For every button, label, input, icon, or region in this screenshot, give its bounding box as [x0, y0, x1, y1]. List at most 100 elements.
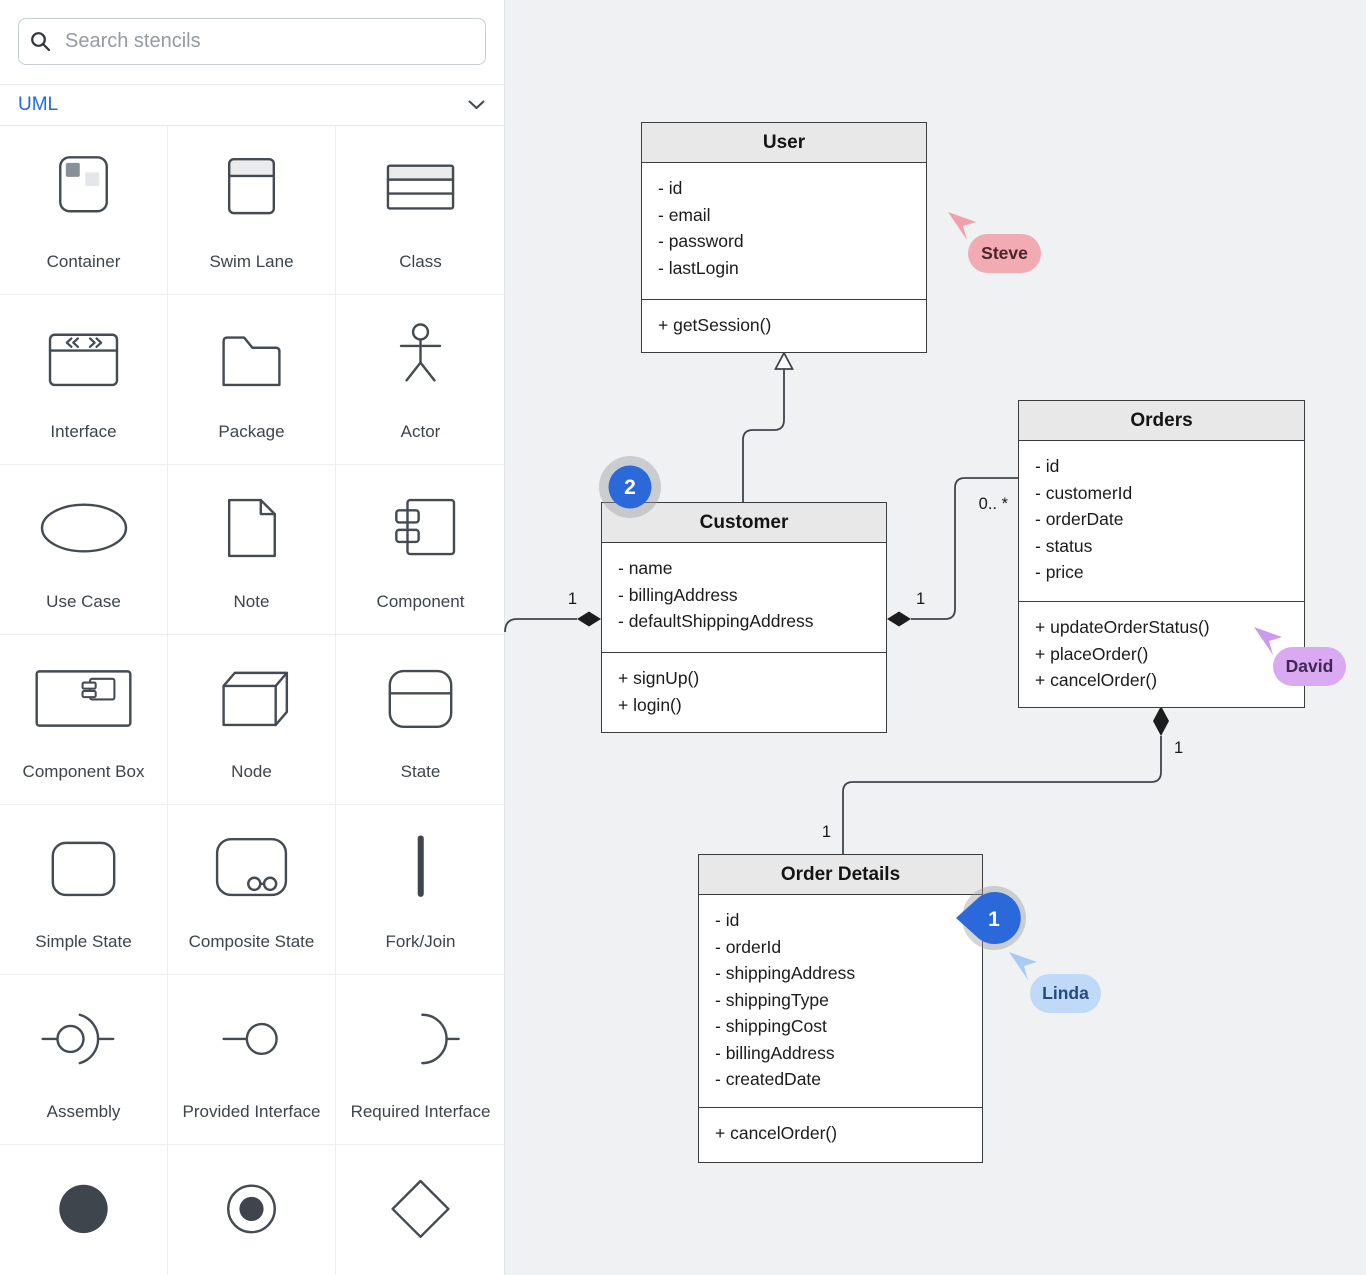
stencil-label: State: [400, 762, 441, 782]
stencil-fork-join[interactable]: Fork/Join: [336, 805, 505, 975]
simple-state-icon: [37, 823, 130, 913]
class-attribute: - billingAddress: [618, 584, 738, 605]
container-icon: [37, 143, 130, 233]
provided-interface-icon: [205, 993, 298, 1083]
multiplicity-label: 1: [916, 590, 925, 608]
stencil-label: Package: [218, 422, 285, 442]
class-attribute: - shippingType: [715, 989, 829, 1010]
stencil-label: Container: [46, 252, 121, 272]
section-label: UML: [18, 94, 59, 115]
stencil-label: Fork/Join: [385, 932, 456, 952]
class-attribute: - customerId: [1035, 482, 1133, 503]
stencil-note[interactable]: Note: [168, 465, 336, 635]
class-method: + updateOrderStatus(): [1035, 617, 1210, 637]
package-icon: [205, 313, 298, 403]
state-icon: [374, 653, 467, 743]
composition-connector-orders[interactable]: 1 0.. *: [887, 477, 1018, 627]
actor-icon: [374, 313, 467, 403]
stencil-label: Simple State: [35, 932, 132, 952]
class-methods: + signUp() + login(): [602, 652, 886, 732]
collaborator-pill-david: David: [1273, 647, 1346, 686]
class-icon: [374, 143, 467, 233]
stencil-label: Class: [399, 252, 442, 272]
class-attribute: - status: [1035, 535, 1093, 556]
assembly-icon: [37, 993, 130, 1083]
interface-icon: [37, 313, 130, 403]
class-title: Orders: [1019, 401, 1304, 441]
class-methods: + getSession(): [642, 299, 926, 352]
stencil-provided-interface[interactable]: Provided Interface: [168, 975, 336, 1145]
collaborator-pill-linda: Linda: [1030, 974, 1101, 1013]
class-title: Order Details: [699, 855, 982, 895]
class-attribute: - id: [1035, 456, 1060, 476]
class-attribute: - billingAddress: [715, 1042, 835, 1063]
stencil-simple-state[interactable]: Simple State: [0, 805, 168, 975]
stencil-state[interactable]: State: [336, 635, 505, 805]
stencil-required-interface[interactable]: Required Interface: [336, 975, 505, 1145]
stencil-decision[interactable]: [336, 1145, 505, 1275]
swim-lane-icon: [205, 143, 298, 233]
composition-connector-left[interactable]: 1: [504, 590, 601, 633]
stencil-container[interactable]: Container: [0, 125, 168, 295]
stencil-label: Composite State: [188, 932, 315, 952]
use-case-icon: [34, 483, 134, 573]
section-header-uml[interactable]: UML: [0, 85, 505, 125]
stencil-initial-state[interactable]: [0, 1145, 168, 1275]
stencil-actor[interactable]: Actor: [336, 295, 505, 465]
composition-diamond-icon: [577, 611, 601, 627]
stencil-package[interactable]: Package: [168, 295, 336, 465]
stencil-label: Use Case: [46, 592, 121, 612]
chevron-down-icon[interactable]: [468, 100, 485, 110]
final-state-icon: [205, 1163, 298, 1253]
stencil-use-case[interactable]: Use Case: [0, 465, 168, 635]
stencil-label: Provided Interface: [182, 1102, 321, 1122]
inheritance-connector[interactable]: [742, 351, 794, 502]
class-methods: + updateOrderStatus() + placeOrder() + c…: [1019, 601, 1304, 707]
stencil-label: Node: [231, 762, 272, 782]
composition-diamond-icon: [1153, 706, 1169, 736]
class-attributes: - id - email - password - lastLogin: [642, 163, 926, 299]
class-attribute: - id: [715, 910, 740, 930]
note-icon: [205, 483, 298, 573]
class-attribute: - name: [618, 558, 673, 578]
class-attribute: - id: [658, 178, 683, 198]
decision-icon: [374, 1163, 467, 1253]
multiplicity-label: 0.. *: [979, 495, 1009, 513]
collaborator-pill-steve: Steve: [968, 234, 1041, 273]
class-attribute: - price: [1035, 562, 1084, 582]
stencil-class[interactable]: Class: [336, 125, 505, 295]
class-attribute: - email: [658, 204, 711, 225]
stencil-composite-state[interactable]: Composite State: [168, 805, 336, 975]
stencil-component[interactable]: Component: [336, 465, 505, 635]
stencil-sidebar: UML Container: [0, 0, 505, 1275]
stencil-swim-lane[interactable]: Swim Lane: [168, 125, 336, 295]
svg-text:2: 2: [624, 476, 636, 499]
stencil-component-box[interactable]: Component Box: [0, 635, 168, 805]
class-title: User: [642, 123, 926, 163]
divider: [0, 125, 505, 126]
required-interface-icon: [374, 993, 467, 1083]
stencil-interface[interactable]: Interface: [0, 295, 168, 465]
cursor-linda-icon: [1009, 952, 1037, 980]
stencil-node[interactable]: Node: [168, 635, 336, 805]
multiplicity-label: 1: [822, 823, 831, 841]
class-attribute: - password: [658, 231, 744, 251]
class-box-user[interactable]: User - id - email - password - lastLogin…: [641, 122, 927, 353]
class-methods: + cancelOrder(): [699, 1107, 982, 1162]
class-method: + login(): [618, 694, 682, 715]
class-title: Customer: [602, 503, 886, 543]
class-attributes: - id - customerId - orderDate - status -…: [1019, 441, 1304, 601]
stencil-final-state[interactable]: [168, 1145, 336, 1275]
stencil-label: Note: [233, 592, 270, 612]
stencil-label: Interface: [50, 422, 117, 442]
class-attribute: - shippingAddress: [715, 963, 856, 983]
class-box-orders[interactable]: Orders - id - customerId - orderDate - s…: [1018, 400, 1305, 708]
search-input[interactable]: [18, 18, 486, 65]
stencil-assembly[interactable]: Assembly: [0, 975, 168, 1145]
composite-state-icon: [205, 823, 298, 913]
class-box-order-details[interactable]: Order Details - id - orderId - shippingA…: [698, 854, 983, 1163]
class-box-customer[interactable]: Customer - name - billingAddress - defau…: [601, 502, 887, 733]
stencil-label: Component Box: [22, 762, 145, 782]
class-attribute: - orderId: [715, 936, 782, 957]
